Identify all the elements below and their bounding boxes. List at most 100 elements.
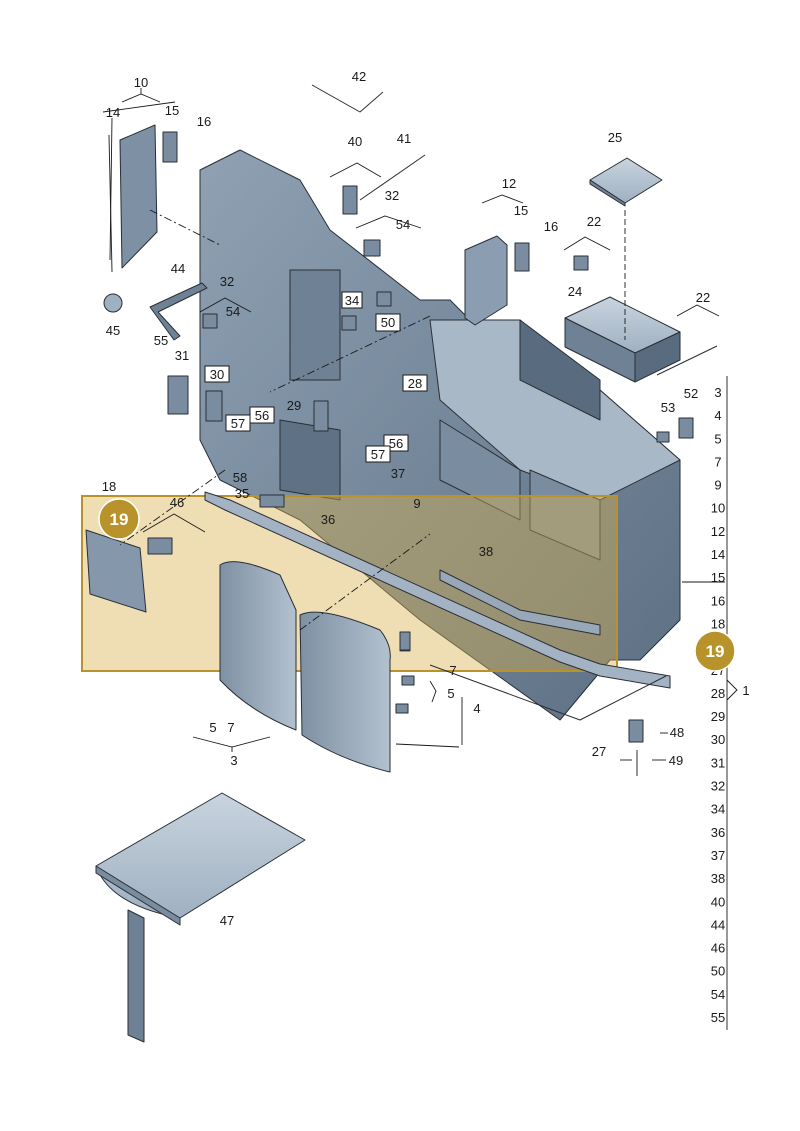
callout-54a[interactable]: 54 [396, 217, 410, 232]
box-callout-34[interactable]: 34 [341, 291, 363, 309]
callout-53[interactable]: 53 [661, 400, 675, 415]
callout-9[interactable]: 9 [413, 496, 420, 511]
flap-cover [85, 529, 147, 613]
part-list-item[interactable]: 37 [711, 848, 725, 863]
box-callout-57b[interactable]: 57 [365, 445, 391, 463]
callout-32b[interactable]: 32 [220, 274, 234, 289]
selection-badge-left[interactable]: 19 [98, 498, 140, 540]
part-list-item[interactable]: 40 [711, 894, 725, 909]
svg-text:30: 30 [210, 367, 224, 382]
part-list-item[interactable]: 18 [711, 616, 725, 631]
part-list-item[interactable]: 54 [711, 987, 725, 1002]
part-list-item[interactable]: 12 [711, 524, 725, 539]
trim-strip [204, 491, 671, 689]
part-list-item[interactable]: 14 [711, 547, 725, 562]
door-panel-left [219, 561, 297, 731]
callout-5a[interactable]: 5 [209, 720, 216, 735]
callout-48[interactable]: 48 [670, 725, 684, 740]
boxed-callouts: 34 50 30 28 56 57 56 57 [204, 291, 428, 463]
part-list-item[interactable]: 38 [711, 871, 725, 886]
part-list-item[interactable]: 9 [714, 478, 721, 493]
part-list-item[interactable]: 5 [714, 431, 721, 446]
part-list-item[interactable]: 28 [711, 686, 725, 701]
callout-18[interactable]: 18 [102, 479, 116, 494]
part-list-item[interactable]: 36 [711, 825, 725, 840]
callout-16a[interactable]: 16 [197, 114, 211, 129]
callout-25[interactable]: 25 [608, 130, 622, 145]
svg-text:50: 50 [381, 315, 395, 330]
callout-14[interactable]: 14 [106, 105, 120, 120]
callout-22a[interactable]: 22 [587, 214, 601, 229]
callout-37[interactable]: 37 [391, 466, 405, 481]
leader-lines [102, 88, 738, 1030]
callout-24[interactable]: 24 [568, 284, 582, 299]
box-callout-28[interactable]: 28 [402, 374, 428, 392]
callout-7b[interactable]: 7 [449, 663, 456, 678]
callout-4[interactable]: 4 [473, 701, 480, 716]
callout-54b[interactable]: 54 [226, 304, 240, 319]
box-callout-30[interactable]: 30 [204, 365, 230, 383]
callout-31[interactable]: 31 [175, 348, 189, 363]
callout-40[interactable]: 40 [348, 134, 362, 149]
callout-47[interactable]: 47 [220, 913, 234, 928]
part-list-item[interactable]: 15 [711, 570, 725, 585]
callout-15b[interactable]: 15 [514, 203, 528, 218]
console-body [199, 149, 681, 721]
box-callout-57a[interactable]: 57 [225, 414, 251, 432]
callout-38[interactable]: 38 [479, 544, 493, 559]
hook [311, 84, 384, 113]
bolt-rod [359, 154, 426, 201]
part-list-item[interactable]: 50 [711, 964, 725, 979]
callout-5b[interactable]: 5 [447, 686, 454, 701]
part-list-item[interactable]: 46 [711, 941, 725, 956]
callout-36[interactable]: 36 [321, 512, 335, 527]
callout-44[interactable]: 44 [171, 261, 185, 276]
callout-58[interactable]: 58 [233, 470, 247, 485]
part-list-item[interactable]: 7 [714, 454, 721, 469]
panel-cover [464, 235, 508, 326]
callout-46[interactable]: 46 [170, 495, 184, 510]
callout-7a[interactable]: 7 [227, 720, 234, 735]
table-top [95, 792, 306, 1043]
callout-49[interactable]: 49 [669, 753, 683, 768]
tray [589, 157, 663, 207]
callout-27[interactable]: 27 [592, 744, 606, 759]
callout-29[interactable]: 29 [287, 398, 301, 413]
small-parts [103, 131, 694, 776]
callout-3[interactable]: 3 [230, 753, 237, 768]
callout-32a[interactable]: 32 [385, 188, 399, 203]
part-list-item[interactable]: 32 [711, 779, 725, 794]
callout-55[interactable]: 55 [154, 333, 168, 348]
callout-10[interactable]: 10 [134, 75, 148, 90]
part-list-item[interactable]: 10 [711, 501, 725, 516]
callout-52[interactable]: 52 [684, 386, 698, 401]
callout-45[interactable]: 45 [106, 323, 120, 338]
part-list-item[interactable]: 55 [711, 1010, 725, 1025]
callout-16b[interactable]: 16 [544, 219, 558, 234]
callout-42[interactable]: 42 [352, 69, 366, 84]
part-list-item[interactable]: 30 [711, 732, 725, 747]
selection-badge-right[interactable]: 19 [694, 630, 736, 672]
callout-1[interactable]: 1 [742, 683, 749, 698]
part-list-item[interactable]: 31 [711, 755, 725, 770]
svg-text:19: 19 [706, 642, 725, 661]
part-list-item[interactable]: 34 [711, 802, 725, 817]
callout-41[interactable]: 41 [397, 131, 411, 146]
wrench [149, 282, 208, 341]
part-list-item[interactable]: 16 [711, 593, 725, 608]
callout-12[interactable]: 12 [502, 176, 516, 191]
box-callout-56a[interactable]: 56 [249, 406, 275, 424]
callout-22b[interactable]: 22 [696, 290, 710, 305]
callout-35[interactable]: 35 [235, 486, 249, 501]
part-list-item[interactable]: 29 [711, 709, 725, 724]
svg-text:28: 28 [408, 376, 422, 391]
part-list-item[interactable]: 3 [714, 385, 721, 400]
bar [429, 664, 667, 721]
part-list-item[interactable]: 4 [714, 408, 721, 423]
svg-text:56: 56 [389, 436, 403, 451]
part-list-item[interactable]: 44 [711, 917, 725, 932]
callout-15a[interactable]: 15 [165, 103, 179, 118]
callout-labels: 10 14 15 16 42 40 41 25 12 32 15 54 16 2… [102, 69, 750, 928]
box-callout-50[interactable]: 50 [375, 313, 401, 332]
